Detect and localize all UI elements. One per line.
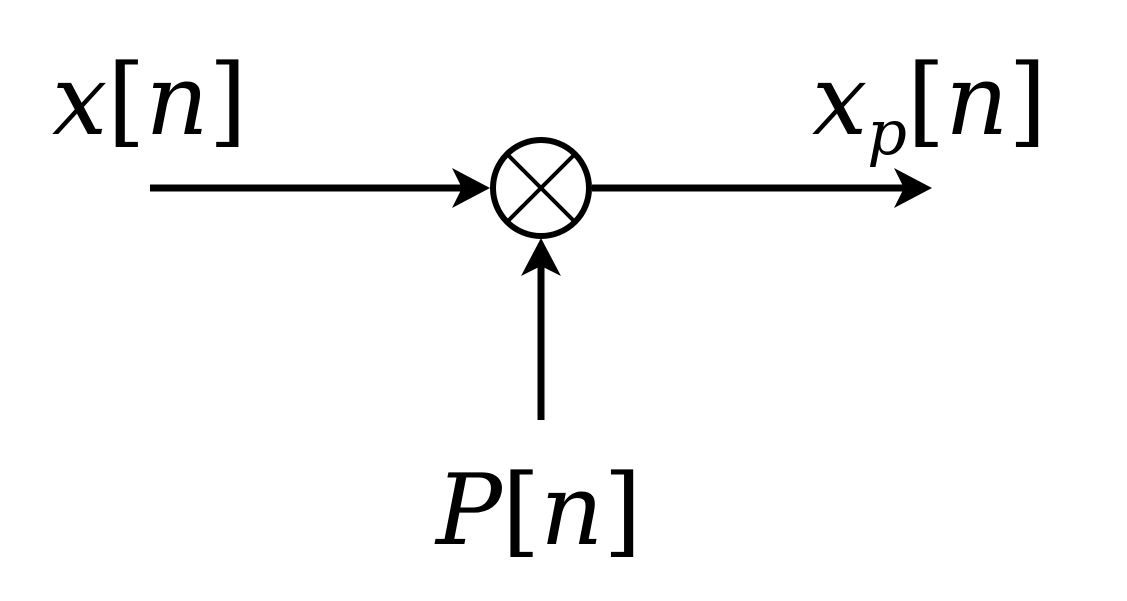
bracket-open: [ bbox=[906, 44, 946, 158]
input-arrow bbox=[150, 168, 490, 208]
bracket-open: [ bbox=[107, 44, 146, 158]
modulating-signal-label: P[n] bbox=[436, 462, 642, 560]
output-signal-label: xp[n] bbox=[812, 52, 1047, 164]
bracket-open: [ bbox=[501, 454, 541, 568]
bracket-close: ] bbox=[1008, 44, 1047, 158]
modulating-signal-index: n bbox=[540, 454, 604, 568]
output-signal-subscript: p bbox=[867, 95, 907, 169]
modulating-signal-name: P bbox=[436, 454, 502, 568]
multiplier-icon bbox=[490, 137, 592, 239]
output-signal-name: x bbox=[812, 44, 868, 158]
input-signal-index: n bbox=[145, 44, 209, 158]
modulating-arrow bbox=[521, 238, 561, 420]
bracket-close: ] bbox=[603, 454, 642, 568]
input-signal-label: x[n] bbox=[52, 52, 247, 150]
output-signal-index: n bbox=[945, 44, 1009, 158]
output-arrow bbox=[592, 168, 932, 208]
input-signal-name: x bbox=[52, 44, 108, 158]
bracket-close: ] bbox=[208, 44, 247, 158]
